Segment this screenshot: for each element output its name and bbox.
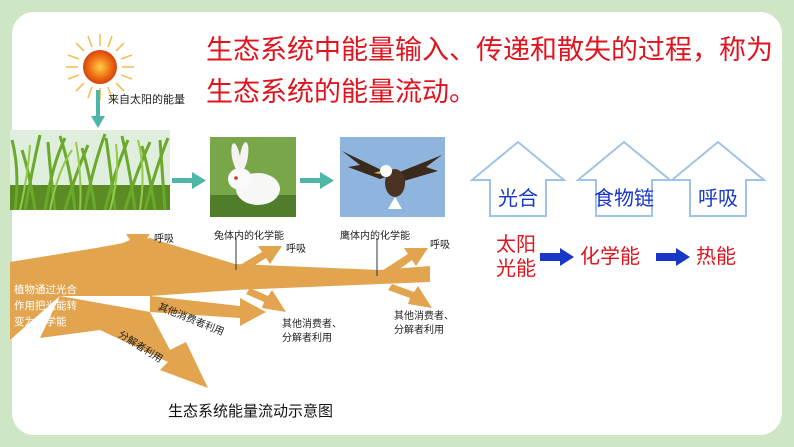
photosynthesis-line-2: 作用把光能转: [14, 300, 77, 312]
diagram-caption: 生态系统能量流动示意图: [168, 402, 334, 420]
other-consumers-2-line-2: 分解者利用: [282, 333, 332, 344]
other-consumers-label-2: 其他消费者、 分解者利用: [282, 318, 342, 346]
rabbit-image: [210, 137, 296, 217]
slide-title: 生态系统中能量输入、传递和散失的过程，称为 生态系统的能量流动。: [206, 30, 773, 114]
solar-energy-label: 太阳 光能: [496, 232, 536, 280]
process-photosynthesis: 光合: [498, 186, 538, 210]
title-line-1: 生态系统中能量输入、传递和散失的过程，称为: [206, 35, 773, 66]
photosynthesis-line-3: 变为化学能: [14, 316, 67, 328]
eagle-image: [340, 137, 445, 217]
respiration-label-1: 呼吸: [154, 234, 174, 245]
respiration-label-3: 呼吸: [430, 240, 450, 251]
rabbit-energy-label: 兔体内的化学能: [214, 231, 284, 242]
respiration-label-2: 呼吸: [286, 244, 306, 255]
chemical-energy-label: 化学能: [580, 244, 640, 268]
other-consumers-3-line-1: 其他消费者、: [394, 311, 454, 322]
sun-energy-label: 来自太阳的能量: [108, 93, 185, 106]
other-consumers-2-line-1: 其他消费者、: [282, 319, 342, 330]
sunlight-arrow: [91, 90, 105, 128]
photosynthesis-text: 植物通过光合 作用把光能转 变为化学能: [14, 282, 77, 330]
grass-image: [10, 130, 170, 210]
up-arrow-food-chain: [576, 140, 672, 217]
slide-frame: [12, 12, 782, 435]
arrow-right-icon: [656, 248, 690, 266]
photosynthesis-line-1: 植物通过光合: [14, 284, 77, 296]
solar-energy-line-1: 太阳: [496, 232, 536, 256]
arrow-right-icon: [540, 248, 574, 266]
other-consumers-label-3: 其他消费者、 分解者利用: [394, 310, 454, 338]
up-arrow-photosynthesis: [470, 140, 566, 217]
heat-energy-label: 热能: [696, 244, 736, 268]
title-line-2: 生态系统的能量流动。: [206, 77, 476, 108]
process-respiration: 呼吸: [698, 186, 738, 210]
process-food-chain: 食物链: [594, 186, 654, 210]
other-consumers-3-line-2: 分解者利用: [394, 325, 444, 336]
sun-icon: [66, 34, 134, 100]
eagle-energy-label: 鹰体内的化学能: [340, 231, 410, 242]
solar-energy-line-2: 光能: [496, 256, 536, 280]
up-arrow-respiration: [670, 140, 766, 217]
